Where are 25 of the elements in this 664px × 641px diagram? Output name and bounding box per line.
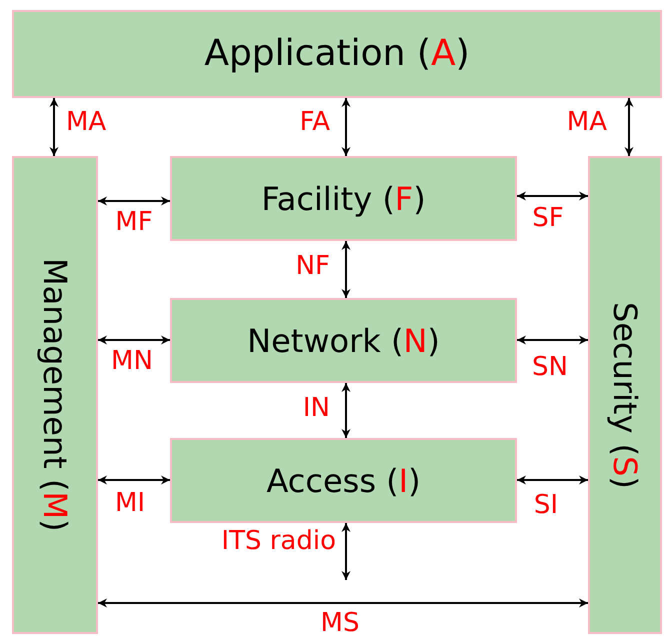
layer-label: Facility (F) [261, 182, 426, 214]
double-arrow [342, 523, 350, 580]
layer-box [12, 156, 98, 634]
layer-box [170, 298, 517, 383]
layer-label: Network (N) [247, 324, 440, 356]
layer-label: Access (I) [266, 464, 421, 496]
double-arrow [342, 241, 350, 298]
double-arrow [98, 476, 170, 484]
double-arrow [98, 196, 170, 206]
double-arrow [517, 336, 588, 344]
double-arrow [98, 598, 588, 608]
layer-label: Security (S) [609, 302, 641, 488]
layer-label: Application (A) [204, 36, 470, 72]
double-arrow [517, 192, 588, 200]
layer-box [588, 156, 662, 634]
layer-box [170, 156, 517, 241]
double-arrow [98, 336, 170, 344]
double-arrow [342, 383, 350, 438]
layer-box [170, 438, 517, 523]
double-arrow [50, 98, 58, 156]
layer-box [12, 10, 662, 98]
double-arrow [342, 98, 350, 156]
double-arrow [517, 476, 588, 484]
double-arrow [624, 98, 634, 156]
layer-label: Management (M) [39, 258, 71, 532]
